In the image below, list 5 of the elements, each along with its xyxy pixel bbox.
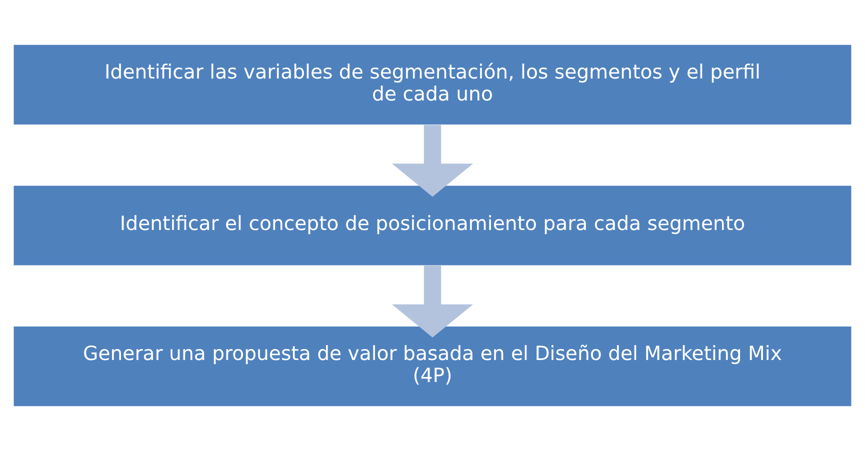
node-box: Identificar el concepto de posicionamiento para cada segmento [14,185,852,265]
node-box: Identificar las variables de segmentación, los segmentos y el perfil de cada uno [14,44,852,124]
arrow [392,124,474,196]
node-box: Generar una propuesta de valor basada en el Diseño del Marketing Mix (4P) [14,326,852,406]
arrow [392,265,474,338]
